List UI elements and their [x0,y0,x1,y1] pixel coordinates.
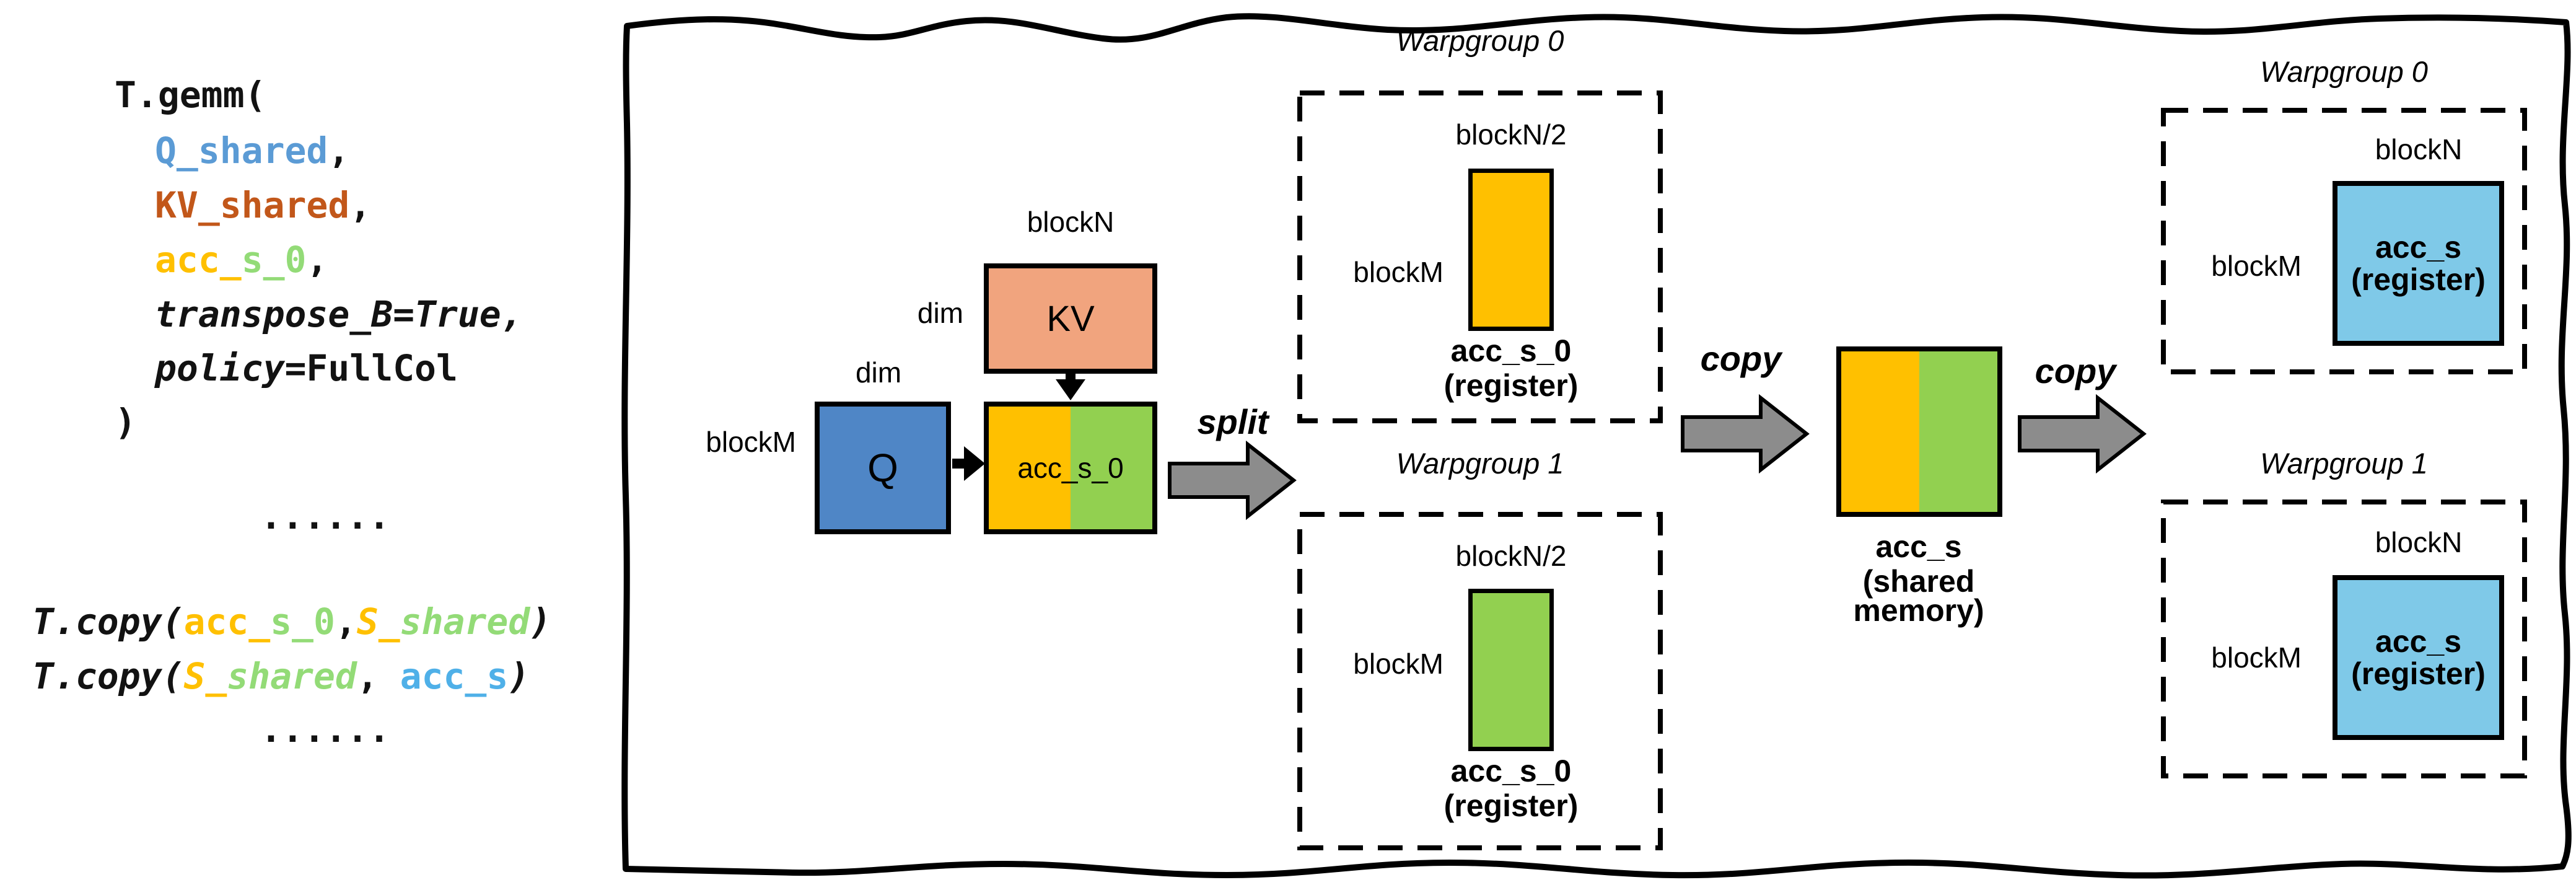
acc-s-register-kind-wg1: (register) [2351,656,2486,691]
copy-label-2: copy [2035,351,2116,390]
warpgroup1-mid-title: Warpgroup 1 [1396,447,1564,480]
split-arrow [1168,440,1297,521]
blockm-label-gemm: blockM [706,426,796,458]
copy-arrow-1 [1681,394,1810,474]
code-gemm-open: T.gemm( [115,74,266,116]
kv-box: KV [984,263,1157,374]
blockn-label-wg1-right: blockN [2375,526,2463,558]
dim-label-kv: dim [917,297,963,329]
warpgroup0-mid-frame [1297,90,1663,423]
code-arg-q-shared: Q_shared, [155,130,350,172]
kv-to-acc-arrow [1056,372,1085,400]
q-box-label: Q [867,446,898,490]
q-to-acc-arrow [952,446,985,481]
kv-box-label: KV [1046,298,1095,339]
acc-s-shared-kind-1: (shared [1862,564,1975,599]
acc-s-0-box: acc_s_0 [984,402,1157,534]
warpgroup1-right-title: Warpgroup 1 [2260,447,2428,480]
acc-s-0-box-label: acc_s_0 [1017,452,1124,484]
blockn2-label-wg0: blockN/2 [1455,118,1567,151]
acc-s-register-box-wg1: acc_s (register) [2333,575,2504,740]
outer-wavy-border [621,13,2572,879]
acc-s-shared-kind-2: memory) [1853,593,1984,628]
acc-s-0-name-wg1: acc_s_0 [1450,754,1572,788]
acc-s-shared-name: acc_s [1875,529,1962,564]
warpgroup1-mid-frame [1297,512,1663,850]
acc-s-register-box-wg0: acc_s (register) [2333,181,2504,346]
q-box: Q [815,402,951,534]
code-arg-policy: policy=FullCol [155,347,458,389]
blockm-label-wg1-mid: blockM [1353,648,1444,680]
blockn2-label-wg1: blockN/2 [1455,540,1567,572]
blockn-label-wg0-right: blockN [2375,133,2463,165]
acc-s-0-kind-wg0: (register) [1444,368,1579,403]
warpgroup0-mid-title: Warpgroup 0 [1396,24,1564,57]
acc-s-0-kind-wg1: (register) [1444,788,1579,823]
code-copy-line-1: T.copy(acc_s_0,S_shared) [32,601,552,643]
acc-s-register-kind-wg0: (register) [2351,262,2486,297]
dim-label-q: dim [855,356,902,389]
blockm-label-wg1-right: blockM [2211,641,2302,674]
code-arg-kv-shared: KV_shared, [155,184,372,226]
blockm-label-wg0-mid: blockM [1353,256,1444,288]
acc-s-0-register-rect-wg1 [1468,589,1554,751]
warpgroup1-right-frame [2161,500,2527,778]
blockm-label-wg0-right: blockM [2211,250,2302,282]
code-gemm-close: ) [115,401,136,443]
acc-s-shared-box [1836,346,2002,517]
code-copy-line-2: T.copy(S_shared, acc_s) [32,655,530,697]
code-arg-transpose-b: transpose_B=True, [155,293,523,335]
code-ellipsis-2: ...... [260,708,390,751]
acc-s-register-name-wg0: acc_s [2375,229,2462,265]
acc-s-register-name-wg1: acc_s [2375,623,2462,659]
acc-s-0-name-wg0: acc_s_0 [1450,333,1572,368]
acc-s-0-register-rect-wg0 [1468,169,1554,331]
split-label: split [1197,402,1269,441]
copy-label-1: copy [1700,339,1782,378]
code-arg-acc-s-0: acc_s_0, [155,239,328,281]
warpgroup0-right-title: Warpgroup 0 [2260,55,2428,88]
blockn-label-kv: blockN [1027,206,1115,238]
warpgroup0-right-frame [2161,108,2527,374]
copy-arrow-2 [2018,394,2147,474]
code-ellipsis-1: ...... [260,495,390,537]
